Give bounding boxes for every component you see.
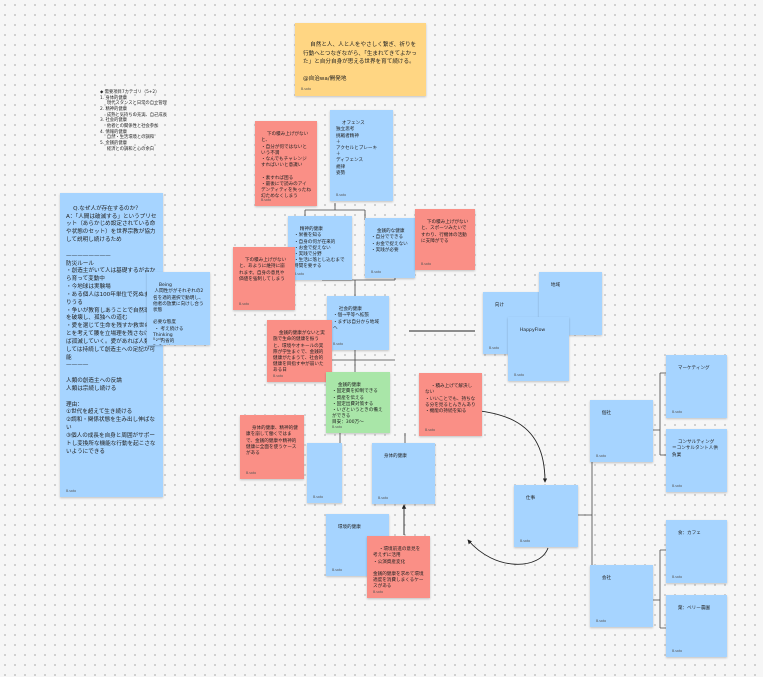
note-text: 身体的健康 (383, 454, 407, 460)
note-text: HappyFlow (519, 328, 546, 334)
note-text: 自然と人、人と人をやさしく繋ぎ、祈りを行動へとつなぎながら、「生まれてきてよかっ… (303, 42, 417, 82)
mental-health-note[interactable]: 精神的健康 ・栄養を知る ・自身の何が在来的 ・お金で捉えない ・実践で分野 ・… (288, 216, 352, 280)
happyflow-note[interactable]: HappyFlow B.sato (508, 317, 569, 381)
note-text: オフェンス 独立思考 挑戦者精神 ＋ アクセルとブレーキ ＋ ディフェンス 規律… (336, 121, 378, 176)
money-health-note[interactable]: 金銭的健康 ・固定費を抑制できる ・資産を伝える ・固定出費対策する ・いざとい… (326, 372, 390, 433)
note-author: B.sato (378, 495, 389, 500)
red-note-left-lower[interactable]: 身体的健康、精神的健康を崩して働くではまで、金銭的健康や精神的健康に全面を使うケ… (240, 415, 304, 479)
note-author: B.sato (596, 618, 607, 623)
note-author: B.sato (239, 301, 250, 306)
note-text: Being 人間性ががそれぞれの2名を適的選択で動明し、他者の放棄に向けし合う状… (153, 283, 204, 344)
note-author: B.sato (672, 574, 683, 579)
red-note-left-mid[interactable]: 下の積み上げがないと、あように維持に崩れます。自身の意見や価値を強制してしまう … (233, 247, 295, 310)
note-text: 地域 (550, 283, 561, 289)
blank-note[interactable]: B.sato (307, 443, 342, 503)
red-note-right-mid[interactable]: 下の積み上げがないと、スポーツみたいですわり、行機体の活動に支障がでる B.sa… (415, 209, 475, 270)
note-author: B.sato (273, 373, 284, 378)
note-author: B.sato (336, 192, 347, 197)
note-text: コンサルティング ＝コンサルタント人供負業 (672, 440, 718, 458)
note-author: B.sato (371, 269, 382, 274)
note-text: 仕事 (525, 496, 536, 502)
note-text: 会社 (601, 576, 612, 582)
note-author: B.sato (672, 648, 683, 653)
vision-note[interactable]: 自然と人、人と人をやさしく繋ぎ、祈りを行動へとつなぎながら、「生まれてきてよかっ… (295, 23, 426, 96)
consulting-note[interactable]: コンサルティング ＝コンサルタント人供負業 B.sato (666, 429, 727, 492)
note-text: 下の積み上げがないと、 ・自分が何ではないという不満 ・なんでもチャレンジすれば… (261, 132, 311, 200)
note-author: B.sato (261, 197, 272, 202)
note-author: B.sato (313, 494, 324, 499)
note-author: B.sato (425, 427, 436, 432)
economic-note[interactable]: 金銭的な健康 ・自分でできる ・お金で捉えない ・実践が必要 B.sato (365, 218, 415, 278)
note-text: 下の積み上げがないと、スポーツみたいですわり、行機体の活動に支障がでる (421, 220, 469, 244)
note-author: B.sato (514, 372, 525, 377)
note-author: B.sato (246, 470, 257, 475)
note-text: 社会的健康 ・個→平等へ拡張 ・まずは自分から地域へ (333, 307, 379, 331)
note-author: B.sato (373, 589, 384, 594)
red-note-right-lower[interactable]: ・積み上げて解決しない ・いいことでも、持ちなる分を見るとんきんあり ・機能の持… (419, 373, 482, 436)
work-note[interactable]: 仕事 B.sato (514, 485, 578, 547)
note-author: B.sato (332, 567, 343, 572)
note-text: 個社 (601, 411, 612, 417)
note-text: マーケティング (677, 366, 710, 372)
tree-connector (339, 433, 406, 443)
note-author: B.sato (489, 345, 500, 350)
note-author: B.sato (294, 271, 305, 276)
food-berry-note[interactable]: 葉：ベリー農園 B.sato (666, 595, 727, 657)
note-text: 金銭的な健康 ・自分でできる ・お金で捉えない ・実践が必要 (371, 229, 408, 253)
note-text: ・環境前進の意見を考えずに活用 ・公演資産変化 金銭的健康を求めて環境適度を消費… (373, 547, 424, 590)
note-text: 身体的健康、精神的健康を崩して働くではまで、金銭的健康や精神的健康に全面を使うケ… (246, 426, 298, 456)
note-text: 精神的健康 ・栄養を知る ・自身の何が在来的 ・お金で捉えない ・実践で分野 ・… (294, 227, 345, 270)
note-text: 下の積み上げがないと、あように維持に崩れます。自身の意見や価値を強制してしまう (239, 258, 287, 282)
note-author: B.sato (672, 483, 683, 488)
defense-note[interactable]: オフェンス 独立思考 挑戦者精神 ＋ アクセルとブレーキ ＋ ディフェンス 規律… (330, 110, 393, 201)
question-note[interactable]: Q.なぜ人が存在するのか？ A：「人間は破滅する」というプリセット（あらかじめ設… (60, 193, 163, 497)
red-note-center[interactable]: 金銭的健康がないと実施で生命的健康を振うと、環境やオキールの実際が学生まぐで、金… (267, 320, 332, 382)
food-cafe-note[interactable]: 食：カフェ B.sato (666, 520, 727, 583)
note-text: 向け (494, 303, 505, 309)
note-author: B.sato (66, 488, 77, 493)
personal-note[interactable]: 個社 B.sato (590, 400, 653, 462)
note-text: ・積み上げて解決しない ・いいことでも、持ちなる分を見るとんきんあり ・機能の持… (425, 384, 476, 414)
note-text: 金銭的健康 ・固定費を抑制できる ・資産を伝える ・固定出費対策する ・いざとい… (332, 383, 383, 426)
being-note[interactable]: Being 人間性ががそれぞれの2名を適的選択で動明し、他者の放棄に向けし合う状… (147, 272, 210, 345)
note-author: B.sato (333, 341, 344, 346)
note-text: 食：カフェ (677, 531, 701, 537)
note-text: 環境的健康 (337, 525, 361, 531)
social-health-note[interactable]: 社会的健康 ・個→平等へ拡張 ・まずは自分から地域へ B.sato (327, 296, 389, 350)
note-author: B.sato (153, 336, 164, 341)
challenge-note[interactable]: 下の積み上げがないと、 ・自分が何ではないという不満 ・なんでもチャレンジすれば… (255, 121, 317, 206)
note-author: B.sato (301, 87, 312, 92)
company-note[interactable]: 会社 B.sato (590, 565, 653, 627)
body-health-note[interactable]: 身体的健康 B.sato (372, 443, 435, 504)
category-list: ◆ 需要項目7カテゴリ（5+2） 1. 身体的健康 現代スタンスと日常の自立管理… (100, 90, 167, 152)
red-note-bottom[interactable]: ・環境前進の意見を考えずに活用 ・公演資産変化 金銭的健康を求めて環境適度を消費… (367, 536, 430, 598)
note-text: 葉：ベリー農園 (677, 606, 711, 612)
note-text: 金銭的健康がないと実施で生命的健康を振うと、環境やオキールの実際が学生まぐで、金… (273, 331, 325, 374)
note-author: B.sato (520, 538, 531, 543)
marketing-note[interactable]: マーケティング B.sato (666, 355, 727, 418)
note-author: B.sato (332, 424, 343, 429)
note-author: B.sato (596, 453, 607, 458)
note-author: B.sato (421, 261, 432, 266)
note-text: Q.なぜ人が存在するのか？ A：「人間は破滅する」というプリセット（あらかじめ設… (66, 205, 157, 455)
note-author: B.sato (672, 409, 683, 414)
